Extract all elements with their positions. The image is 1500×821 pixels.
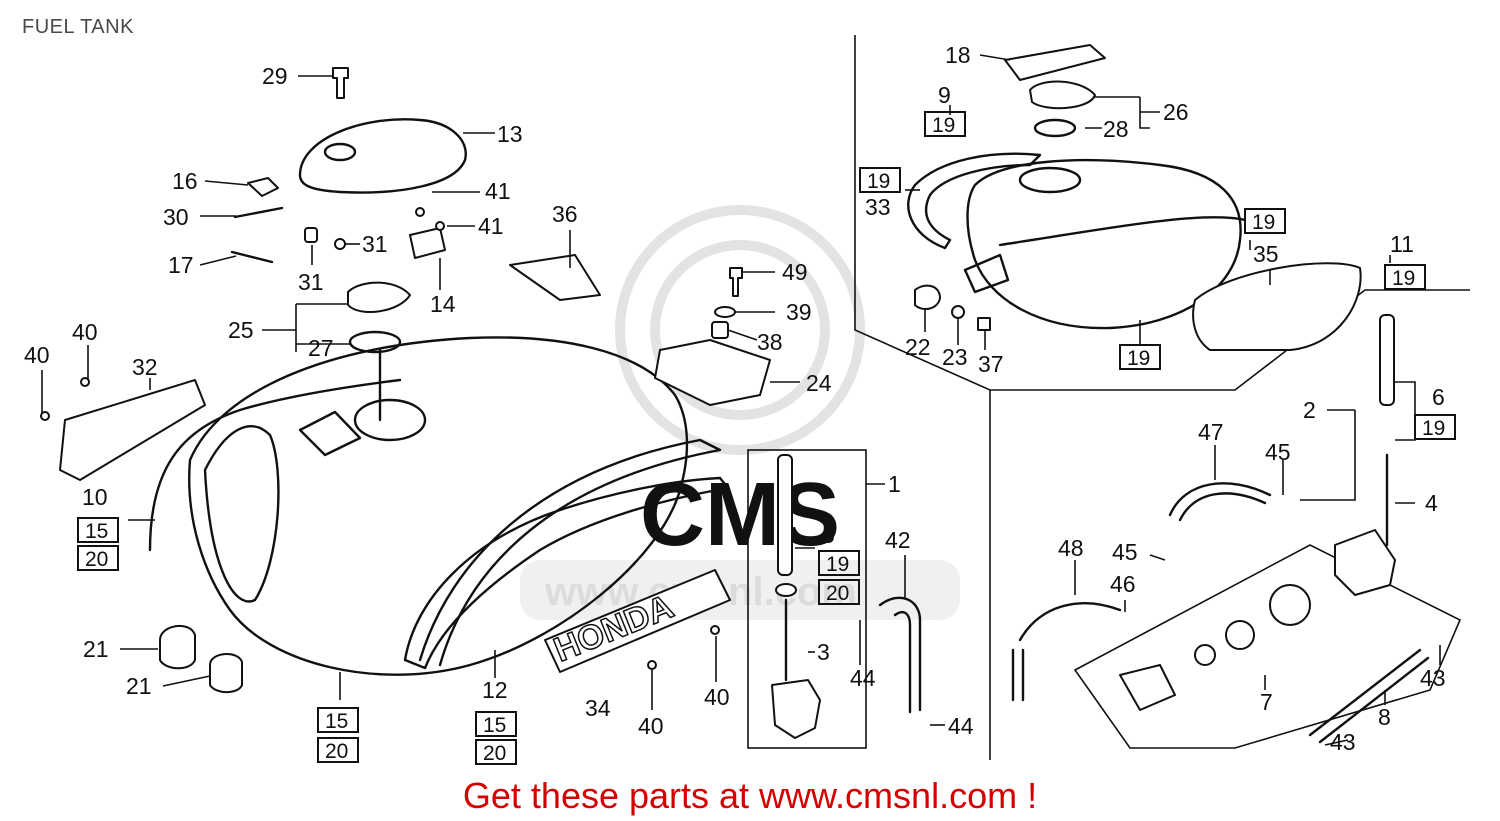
footer-suffix: ! xyxy=(1017,775,1038,816)
callout-43a: 43 xyxy=(1420,665,1446,691)
boxed-20-c: 20 xyxy=(483,742,506,765)
callout-35: 35 xyxy=(1253,241,1279,267)
callout-26: 26 xyxy=(1163,99,1189,125)
footer-prefix: Get these parts at xyxy=(462,775,760,816)
boxed-19-c: 19 xyxy=(1252,211,1275,234)
callout-44a: 44 xyxy=(850,665,876,691)
callout-8: 8 xyxy=(1378,704,1391,730)
callout-13: 13 xyxy=(497,121,523,147)
boxed-19-a: 19 xyxy=(932,114,955,137)
callout-40b: 40 xyxy=(24,342,50,368)
callout-38: 38 xyxy=(757,329,783,355)
callout-31a: 31 xyxy=(362,231,388,257)
main-fuel-tank xyxy=(148,336,730,676)
callout-24: 24 xyxy=(806,370,832,396)
boxed-19-f: 19 xyxy=(1422,417,1445,440)
callout-31b: 31 xyxy=(298,269,324,295)
boxed-20-b: 20 xyxy=(325,740,348,763)
callout-40d: 40 xyxy=(704,684,730,710)
callout-42: 42 xyxy=(885,527,911,553)
callout-1: 1 xyxy=(888,471,901,497)
callout-12: 12 xyxy=(482,677,508,703)
callout-17: 17 xyxy=(168,252,194,278)
callout-45a: 45 xyxy=(1265,439,1291,465)
callout-41b: 41 xyxy=(478,213,504,239)
callout-21b: 21 xyxy=(126,673,152,699)
boxed-19-d: 19 xyxy=(1392,267,1415,290)
boxed-20-a: 20 xyxy=(85,548,108,571)
callout-7: 7 xyxy=(1260,689,1273,715)
callout-22: 22 xyxy=(905,334,931,360)
callout-27: 27 xyxy=(308,335,334,361)
callout-11: 11 xyxy=(1390,231,1414,257)
callout-36: 36 xyxy=(552,201,578,227)
footer-call-to-action: Get these parts at www.cmsnl.com ! xyxy=(0,775,1500,817)
callout-37: 37 xyxy=(978,351,1004,377)
callout-23: 23 xyxy=(942,344,968,370)
boxed-callouts: 19 19 19 19 19 19 19 15 20 15 20 15 20 2… xyxy=(77,111,1456,765)
callout-14: 14 xyxy=(430,291,456,317)
callout-18: 18 xyxy=(945,42,971,68)
callout-25: 25 xyxy=(228,317,254,343)
fuel-hose-inner xyxy=(893,611,912,714)
callout-40c: 40 xyxy=(638,713,664,739)
callout-2: 2 xyxy=(1303,397,1316,423)
callout-41a: 41 xyxy=(485,178,511,204)
callout-16: 16 xyxy=(172,168,198,194)
boxed-19-b: 19 xyxy=(867,170,890,193)
callout-4: 4 xyxy=(1425,490,1438,516)
callout-10: 10 xyxy=(82,484,108,510)
fuel-valve-group xyxy=(747,449,867,749)
fuel-valve-assembly xyxy=(1011,314,1462,749)
callout-9: 9 xyxy=(938,82,951,108)
callout-45b: 45 xyxy=(1112,539,1138,565)
callout-28: 28 xyxy=(1103,116,1129,142)
boxed-20-d: 20 xyxy=(826,582,849,605)
boxed-19-e: 19 xyxy=(1127,347,1150,370)
callout-49: 49 xyxy=(782,259,808,285)
filler-cap-cover xyxy=(298,118,467,194)
callout-33: 33 xyxy=(865,194,891,220)
boxed-19-g: 19 xyxy=(826,553,849,576)
footer-link[interactable]: www.cmsnl.com xyxy=(759,775,1018,816)
callout-6: 6 xyxy=(1432,384,1445,410)
small-parts xyxy=(40,67,771,694)
callout-43b: 43 xyxy=(1330,729,1356,755)
callout-46: 46 xyxy=(1110,571,1136,597)
inset-fuel-tank xyxy=(907,44,1362,351)
callout-34: 34 xyxy=(585,695,611,721)
callout-40a: 40 xyxy=(72,319,98,345)
callout-5: 5 xyxy=(822,522,835,548)
boxed-15-c: 15 xyxy=(483,714,506,737)
callout-32: 32 xyxy=(132,354,158,380)
boxed-15-a: 15 xyxy=(85,520,108,543)
callout-21a: 21 xyxy=(83,636,109,662)
inset-frame xyxy=(854,35,1470,760)
callout-47: 47 xyxy=(1198,419,1224,445)
callout-3: 3 xyxy=(817,639,830,665)
page-title: FUEL TANK xyxy=(22,16,134,38)
callout-29: 29 xyxy=(262,63,288,89)
callout-44b: 44 xyxy=(948,713,974,739)
callout-48: 48 xyxy=(1058,535,1084,561)
part-callouts: 1 2 3 4 5 6 7 8 9 10 11 12 13 14 16 17 1… xyxy=(24,42,1446,755)
callout-30: 30 xyxy=(163,204,189,230)
fuel-hose xyxy=(878,596,922,712)
boxed-15-b: 15 xyxy=(325,710,348,733)
leader-lines xyxy=(41,54,1441,746)
callout-39: 39 xyxy=(786,299,812,325)
